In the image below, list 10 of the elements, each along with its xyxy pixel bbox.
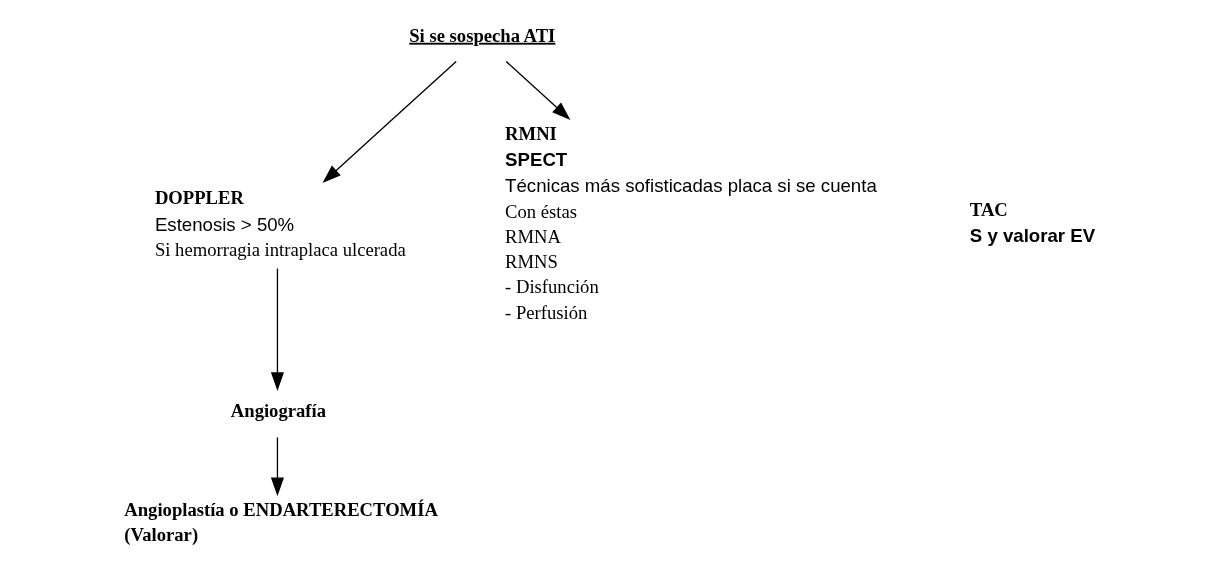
node-text: Angiografía bbox=[230, 400, 326, 422]
arrow bbox=[270, 267, 284, 391]
arrow bbox=[322, 60, 457, 183]
node-text: DOPPLER Estenosis > 50% Si hemorragia intraplaca ulcerada bbox=[154, 187, 406, 261]
arrow bbox=[505, 60, 570, 120]
node-text: Angioplastía o ENDARTERECTOMÍA (Valorar) bbox=[123, 498, 438, 546]
node-text: RMNI SPECT Técnicas más sofisticadas placa si se cuenta Con éstas RMNA RMNS - Disfunción - Perfusión bbox=[504, 123, 877, 323]
node-text: Si se sospecha ATI bbox=[408, 24, 555, 46]
arrow bbox=[270, 436, 284, 497]
node-text: TAC S y valorar EV bbox=[969, 199, 1095, 246]
